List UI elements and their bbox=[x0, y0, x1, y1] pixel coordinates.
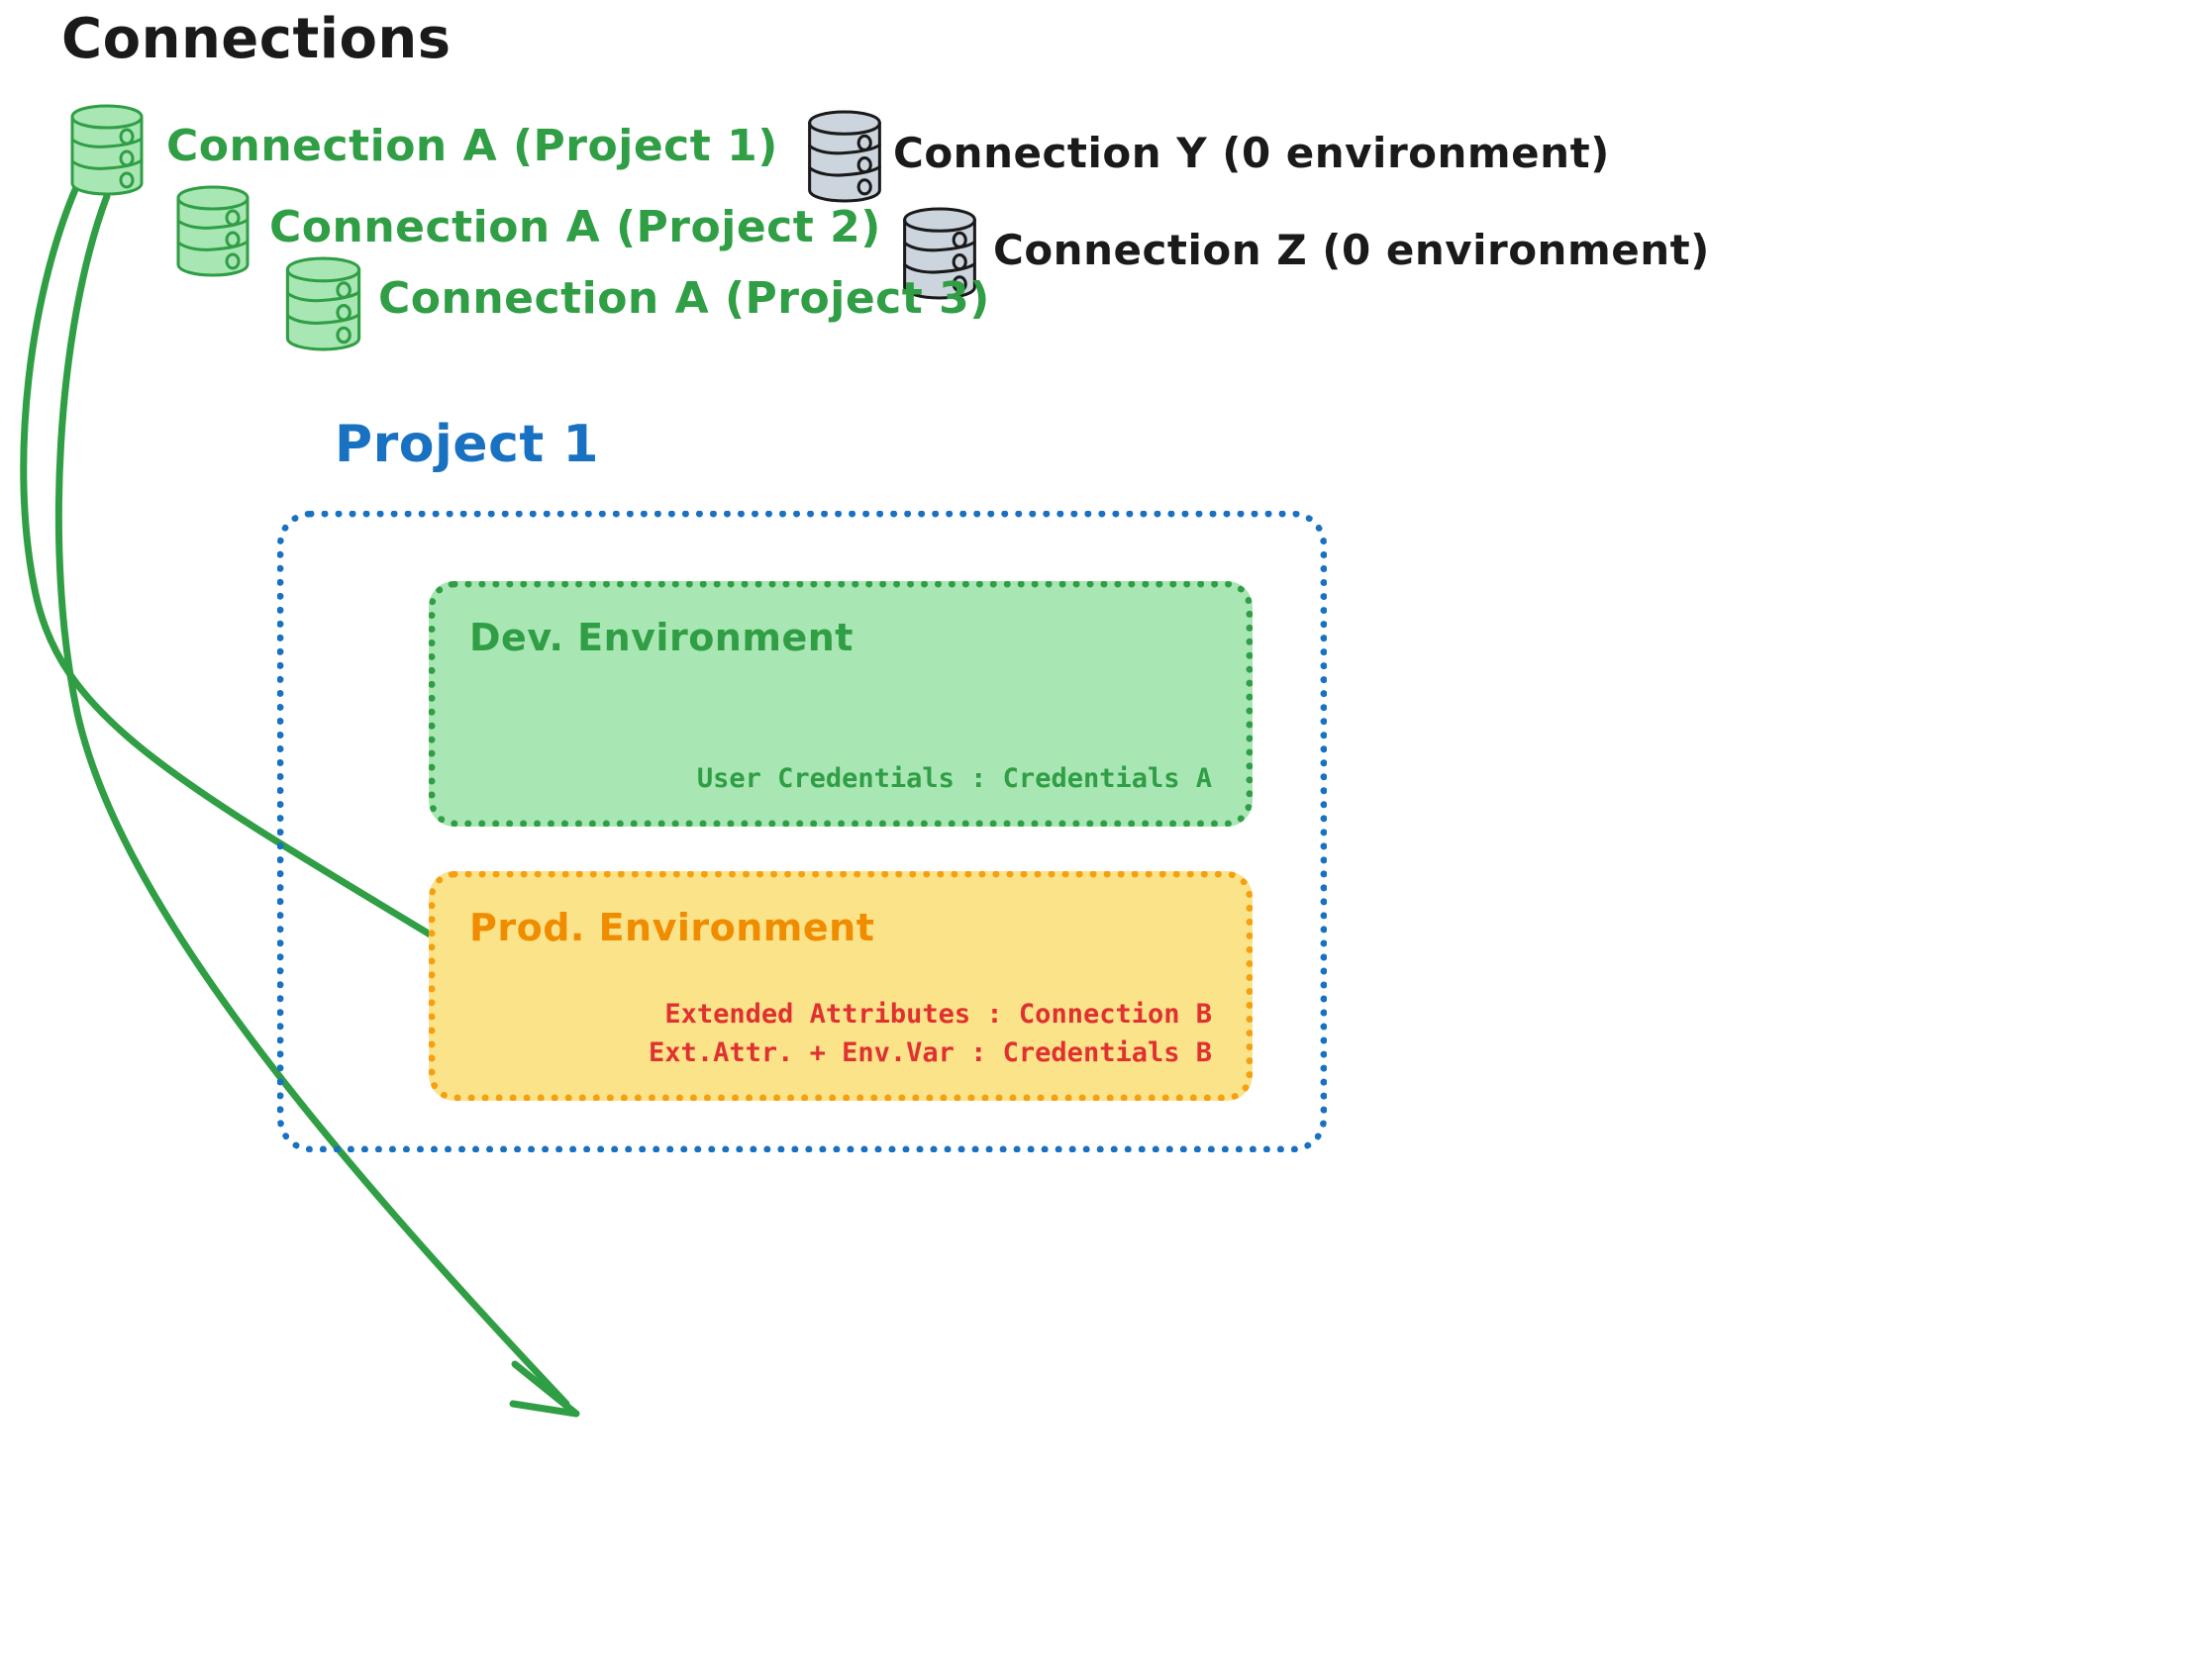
database-icon-connection-z[interactable] bbox=[899, 206, 980, 301]
prod-environment-box[interactable]: Prod. Environment Extended Attributes : … bbox=[429, 871, 1253, 1101]
prod-environment-details: Extended Attributes : Connection B Ext.A… bbox=[649, 996, 1212, 1072]
dev-environment-line-1: User Credentials : Credentials A bbox=[696, 763, 1212, 794]
arrow-connection-a-to-prod bbox=[54, 192, 580, 1418]
connection-label-a-project-2: Connection A (Project 2) bbox=[269, 202, 881, 252]
prod-environment-title: Prod. Environment bbox=[469, 906, 875, 949]
dev-environment-details: User Credentials : Credentials A bbox=[697, 763, 1212, 794]
database-icon-connection-a-project-3[interactable] bbox=[282, 255, 364, 352]
connection-label-a-project-1: Connection A (Project 1) bbox=[166, 121, 778, 171]
dev-environment-title: Dev. Environment bbox=[469, 616, 854, 659]
dev-environment-box[interactable]: Dev. Environment User Credentials : Cred… bbox=[429, 581, 1253, 827]
connection-label-y: Connection Y (0 environment) bbox=[893, 129, 1610, 177]
connection-label-z: Connection Z (0 environment) bbox=[993, 226, 1710, 274]
page-title: Connections bbox=[61, 7, 452, 71]
project-container bbox=[277, 511, 1327, 1152]
database-icon-connection-a-project-2[interactable] bbox=[173, 184, 252, 278]
prod-environment-line-1: Extended Attributes : Connection B bbox=[664, 999, 1212, 1031]
database-icon-connection-y[interactable] bbox=[804, 109, 885, 204]
connection-label-a-project-3: Connection A (Project 3) bbox=[378, 273, 990, 324]
prod-environment-line-2: Ext.Attr. + Env.Var : Credentials B bbox=[649, 1036, 1212, 1068]
database-icon-connection-a-project-1[interactable] bbox=[67, 103, 147, 197]
project-title: Project 1 bbox=[335, 415, 600, 474]
